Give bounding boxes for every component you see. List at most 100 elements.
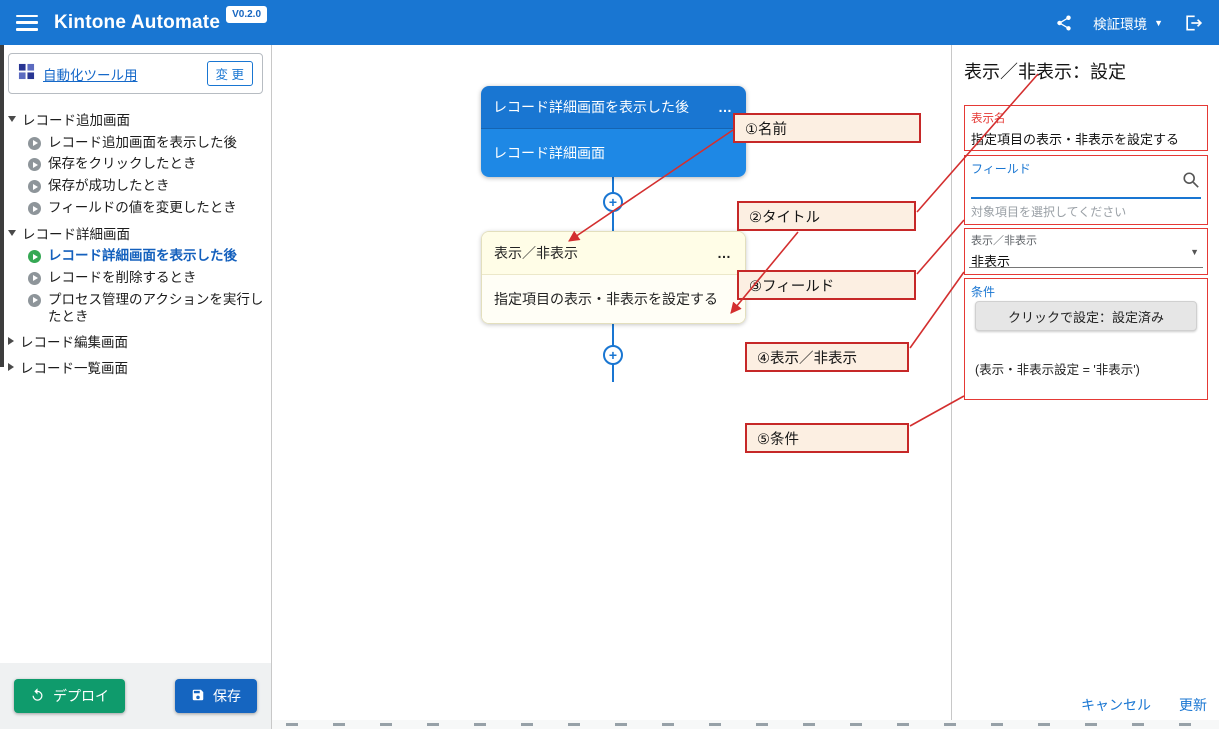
trigger-node-subtitle: レコード詳細画面 [481,129,746,177]
settings-panel: 表示／非表示：設定 表示名 指定項目の表示・非表示を設定する フィールド 対象項… [951,45,1219,729]
callout-name: ①名前 [733,113,921,143]
update-link[interactable]: 更新 [1179,697,1207,713]
display-name-field[interactable]: 表示名 指定項目の表示・非表示を設定する [964,105,1208,151]
tree-group-label: レコード編集画面 [20,335,128,350]
tree-item-label: レコード追加画面を表示した後 [48,134,237,150]
callout-title: ②タイトル [737,201,916,231]
tree-group-label: レコード追加画面 [22,113,130,128]
app-link[interactable]: 自動化ツール用 [43,67,138,83]
sidebar-footer: デプロイ 保存 [0,663,271,729]
tree-item[interactable]: レコード追加画面を表示した後 [8,132,265,154]
vertical-scrollbar[interactable] [0,45,4,367]
app-title: Kintone Automate [54,11,221,33]
field-label: フィールド [971,162,1031,176]
environment-label: 検証環境 [1093,16,1148,32]
share-icon[interactable] [1055,14,1073,32]
tree-item-label: レコードを削除するとき [48,269,197,285]
action-node-title: 表示／非表示 [494,245,578,261]
save-button-label: 保存 [213,688,241,704]
save-icon [191,688,205,705]
plus-icon: + [608,347,618,363]
panel-actions: キャンセル 更新 [1081,695,1207,715]
topbar-right: 検証環境 ▼ [1055,13,1203,33]
tree-item[interactable]: プロセス管理のアクションを実行したとき [8,289,265,328]
node-menu-icon[interactable]: … [718,98,734,115]
save-button[interactable]: 保存 [175,679,257,713]
trigger-node-header: レコード詳細画面を表示した後 … [481,86,746,129]
app-title-group: Kintone Automate V0.2.0 [54,5,268,34]
condition-label: 条件 [971,285,996,299]
event-icon-active [28,250,41,263]
app-selector: 自動化ツール用 変 更 [8,53,263,94]
scrollbar-dashes [286,723,1219,726]
visibility-label: 表示／非表示 [971,235,1037,247]
event-icon [28,136,41,150]
change-app-button[interactable]: 変 更 [206,61,253,86]
add-node-button[interactable]: + [603,345,623,365]
callout-condition: ⑤条件 [745,423,909,453]
event-icon [28,293,41,307]
tree-item[interactable]: 保存が成功したとき [8,176,265,198]
action-node[interactable]: 表示／非表示 … 指定項目の表示・非表示を設定する [481,231,746,324]
tree-group-label: レコード一覧画面 [20,361,128,376]
topbar: Kintone Automate V0.2.0 検証環境 ▼ [0,0,1219,45]
sync-icon [30,687,45,705]
condition-section: 条件 クリックで設定：設定済み (表示・非表示設定 = '非表示') [964,278,1208,400]
tree-item-label: プロセス管理のアクションを実行したとき [48,291,264,324]
panel-title: 表示／非表示：設定 [964,62,1126,82]
version-badge: V0.2.0 [226,5,268,23]
cancel-link[interactable]: キャンセル [1081,697,1151,713]
select-underline [969,267,1203,268]
event-icon [28,271,41,285]
sidebar: 自動化ツール用 変 更 レコード追加画面 レコード追加画面を表示した後 保存をク… [0,45,272,729]
flow-canvas: レコード詳細画面を表示した後 … レコード詳細画面 + 表示／非表示 … 指定項… [272,45,951,729]
callout-visibility: ④表示／非表示 [745,342,909,372]
tree-group-record-edit[interactable]: レコード編集画面 [8,328,265,354]
logout-icon[interactable] [1183,13,1203,33]
callout-field: ③フィールド [737,270,916,300]
tree-item-label: フィールドの値を変更したとき [48,200,237,216]
display-name-value: 指定項目の表示・非表示を設定する [971,132,1180,147]
event-icon [28,158,41,172]
tree-group-record-detail[interactable]: レコード詳細画面 [8,220,265,246]
plus-icon: + [608,194,618,210]
horizontal-scrollbar[interactable] [272,720,1219,729]
deploy-button[interactable]: デプロイ [14,679,125,713]
tree-group-record-add[interactable]: レコード追加画面 [8,106,265,132]
field-input-underline [971,197,1201,199]
tree-group-label: レコード詳細画面 [22,226,130,242]
tree-item[interactable]: フィールドの値を変更したとき [8,198,265,220]
tree-item-active[interactable]: レコード詳細画面を表示した後 [8,246,265,268]
tree-item-label: レコード詳細画面を表示した後 [48,248,237,263]
triangle-down-icon [8,229,16,236]
app-grid-icon [18,63,35,85]
tree-item[interactable]: レコードを削除するとき [8,267,265,289]
environment-selector[interactable]: 検証環境 ▼ [1093,13,1163,33]
action-node-subtitle: 指定項目の表示・非表示を設定する [482,275,745,323]
triangle-right-icon [8,363,14,371]
event-icon [28,202,41,216]
triangle-down-icon [8,116,16,122]
visibility-select[interactable]: 表示／非表示 非表示 ▼ [964,228,1208,275]
caret-down-icon: ▼ [1190,247,1199,257]
deploy-button-label: デプロイ [53,688,109,704]
event-tree: レコード追加画面 レコード追加画面を表示した後 保存をクリックしたとき 保存が成… [0,102,271,663]
main-area: 自動化ツール用 変 更 レコード追加画面 レコード追加画面を表示した後 保存をク… [0,45,1219,729]
field-search-field[interactable]: フィールド 対象項目を選択してください [964,155,1208,225]
trigger-node[interactable]: レコード詳細画面を表示した後 … レコード詳細画面 [481,86,746,177]
tree-item-label: 保存が成功したとき [48,178,170,194]
tree-item[interactable]: 保存をクリックしたとき [8,154,265,176]
trigger-node-title: レコード詳細画面を表示した後 [493,99,689,115]
event-icon [28,180,41,194]
condition-summary: (表示・非表示設定 = '非表示') [975,363,1140,377]
search-icon[interactable] [1182,171,1200,194]
tree-item-label: 保存をクリックしたとき [48,156,197,172]
node-menu-icon[interactable]: … [717,244,733,261]
condition-set-button[interactable]: クリックで設定：設定済み [975,301,1197,331]
tree-group-record-list[interactable]: レコード一覧画面 [8,354,265,380]
chevron-down-icon: ▼ [1154,17,1163,28]
menu-icon[interactable] [16,14,38,31]
add-node-button[interactable]: + [603,192,623,212]
field-placeholder: 対象項目を選択してください [971,205,1127,219]
